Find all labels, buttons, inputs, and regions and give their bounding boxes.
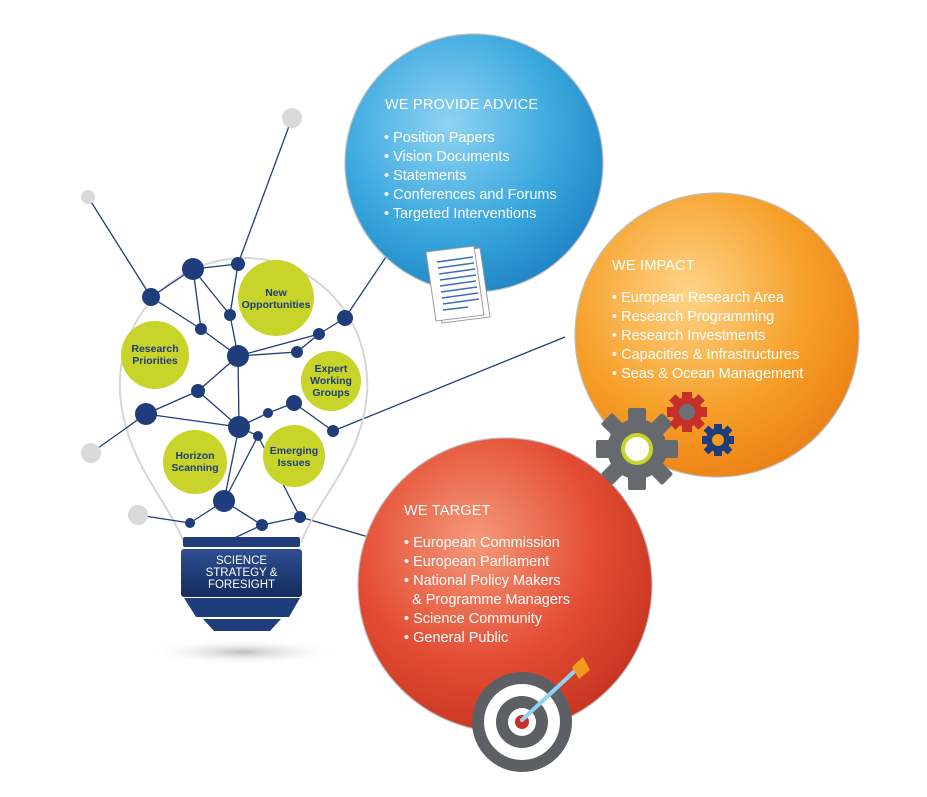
- list-item: Research Programming: [612, 308, 803, 327]
- target-icon: [472, 657, 590, 772]
- advice-list: Position Papers Vision Documents Stateme…: [384, 129, 557, 224]
- gray-dots: [81, 108, 302, 525]
- bubble-label-research-priorities: Research Priorities: [131, 343, 179, 367]
- bubble-expert-working-groups: [301, 351, 361, 411]
- impact-list: European Research Area Research Programm…: [612, 289, 803, 384]
- list-item: Statements: [384, 167, 557, 186]
- list-item: Vision Documents: [384, 148, 557, 167]
- list-item: European Research Area: [612, 289, 803, 308]
- gears-icon: [596, 392, 734, 490]
- list-item: National Policy Makers: [404, 572, 570, 591]
- bubble-label-new-opportunities: New Opportunities: [241, 287, 311, 311]
- lime-bubbles: [121, 260, 361, 494]
- bubble-label-emerging-issues: Emerging Issues: [269, 445, 319, 469]
- bubble-research-priorities: [121, 321, 189, 389]
- list-item: Position Papers: [384, 129, 557, 148]
- list-item: General Public: [404, 629, 570, 648]
- list-item: Science Community: [404, 610, 570, 629]
- bubble-label-horizon-scanning: Horizon Scanning: [171, 450, 219, 474]
- list-item: Capacities & Infrastructures: [612, 346, 803, 365]
- list-item: & Programme Managers: [412, 592, 571, 608]
- target-list: European Commission European Parliament …: [404, 534, 570, 648]
- connector-advice: [344, 247, 393, 319]
- list-item: Research Investments: [612, 327, 803, 346]
- list-item: Seas & Ocean Management: [612, 365, 803, 384]
- impact-heading: WE IMPACT: [612, 258, 695, 274]
- connector-impact: [332, 336, 566, 432]
- network-nodes: [135, 257, 353, 531]
- bulb-base: [148, 537, 338, 665]
- bubble-horizon-scanning: [163, 430, 227, 494]
- bubble-label-expert-working-groups: Expert Working Groups: [310, 363, 352, 399]
- bubble-new-opportunities: [238, 260, 314, 336]
- list-item: Conferences and Forums: [384, 186, 557, 205]
- list-item: Targeted Interventions: [384, 205, 557, 224]
- document-icon: [425, 245, 491, 324]
- list-item: European Commission: [404, 534, 570, 553]
- list-item: European Parliament: [404, 553, 570, 572]
- bubble-emerging-issues: [263, 425, 325, 487]
- advice-heading: WE PROVIDE ADVICE: [385, 97, 539, 113]
- target-heading: WE TARGET: [404, 503, 491, 519]
- bulb-base-label: SCIENCE STRATEGY & FORESIGHT: [205, 555, 278, 591]
- bulb-outline: [118, 256, 369, 544]
